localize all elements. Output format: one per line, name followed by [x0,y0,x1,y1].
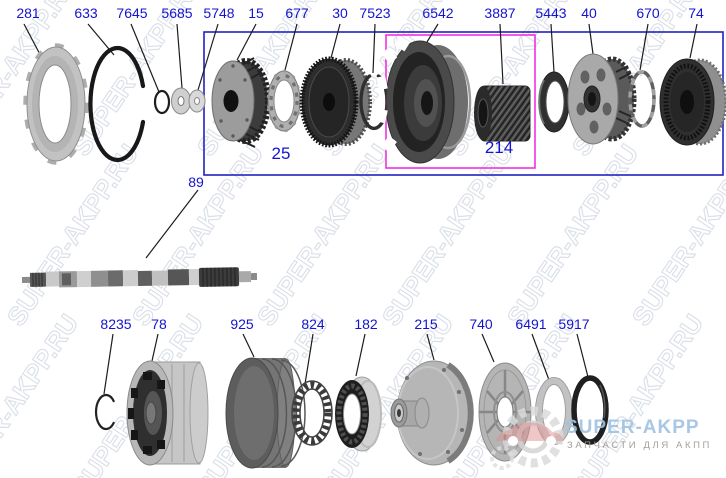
leader-5443 [550,23,555,73]
leader-89 [145,189,199,259]
part-925-brake-band [225,357,306,469]
leader-lines [23,23,698,395]
callout-6491: 6491 [515,316,546,332]
part-30-geared-drum [299,56,372,148]
logo-gear-icon [490,446,514,470]
watermark-text: SUPER-AKPP.RU [626,139,726,331]
callout-74: 74 [688,5,704,21]
leader-5685 [176,23,183,89]
watermark-text: SUPER-AKPP.RU [1,139,144,331]
callout-633: 633 [74,5,98,21]
callout-670: 670 [636,5,660,21]
part-182-one-way-clutch [335,376,382,452]
watermark-text: SUPER-AKPP.RU [126,139,269,331]
leader-74 [689,23,698,59]
leader-182 [355,333,366,377]
part-5443-thrust-washer [538,71,570,133]
part-89-main-shaft [21,267,258,288]
part-3887-sun-gear [474,85,531,142]
part-8235-snap-ring [94,393,115,431]
leader-824 [304,333,314,385]
part-7645-o-ring [153,89,171,115]
callout-925: 925 [230,316,254,332]
callout-281: 281 [16,5,40,21]
leader-925 [242,333,255,358]
callout-labels: 281 633 7645 5685 5748 15 677 30 7523 65… [16,5,704,332]
leader-15 [236,23,257,61]
logo-subtitle: ЗАПЧАСТИ ДЛЯ АКПП [567,440,712,451]
part-633-snap-ring [88,45,146,163]
leader-215 [426,333,435,361]
callout-5917: 5917 [558,316,589,332]
leader-6542 [426,23,439,43]
logo-car-wheel [508,436,518,446]
part-15-planetary-carrier [211,57,271,148]
part-78-drum [126,360,209,466]
part-74-ring-gear [659,58,726,146]
logo-title: SUPER-AKPP [565,417,700,438]
part-40-planetary-carrier [567,53,637,145]
leader-740 [481,333,495,363]
part-5748-washer [188,89,206,113]
callout-7645: 7645 [116,5,147,21]
leader-677 [284,23,298,71]
callout-8235: 8235 [100,316,131,332]
leader-30 [330,23,341,59]
part-281-pressure-plate [23,43,89,165]
callout-5748: 5748 [203,5,234,21]
part-7523-snap-ring [359,74,389,131]
watermark-text: SUPER-AKPP.RU [566,309,709,478]
part-5917-o-ring [571,375,609,445]
logo: SUPER-AKPP ЗАПЧАСТИ ДЛЯ АКПП [490,406,712,470]
logo-car-wheel [546,436,556,446]
leader-6491 [531,333,550,381]
part-677-clutch-plate [266,69,302,133]
part-5685-washer [171,87,191,115]
callout-215: 215 [414,316,438,332]
callout-15: 15 [248,5,264,21]
leader-3887 [499,23,504,85]
leader-7645 [130,23,160,93]
leader-5748 [197,23,219,91]
callout-78: 78 [151,316,167,332]
callout-30: 30 [332,5,348,21]
leader-8235 [103,333,114,395]
watermark-text: SUPER-AKPP.RU [251,139,394,331]
callout-89: 89 [188,174,204,190]
part-6542-clutch-drum [376,35,472,164]
callout-7523: 7523 [359,5,390,21]
callout-40: 40 [581,5,597,21]
callout-5443: 5443 [535,5,566,21]
leader-7523 [372,23,376,74]
group-label-214: 214 [485,138,513,157]
leader-670 [639,23,649,71]
watermark-text: SUPER-AKPP.RU [0,309,84,478]
leader-78 [151,333,159,362]
callout-677: 677 [285,5,309,21]
callout-182: 182 [354,316,378,332]
callout-5685: 5685 [161,5,192,21]
group-label-25: 25 [272,144,291,163]
leader-5917 [576,333,589,378]
callout-824: 824 [301,316,325,332]
callout-3887: 3887 [484,5,515,21]
part-670-snap-washer [628,70,656,128]
callout-6542: 6542 [422,5,453,21]
part-824-sprag-cage [291,380,333,446]
callout-740: 740 [469,316,493,332]
part-215-pump-body [390,360,474,466]
leader-40 [588,23,594,55]
